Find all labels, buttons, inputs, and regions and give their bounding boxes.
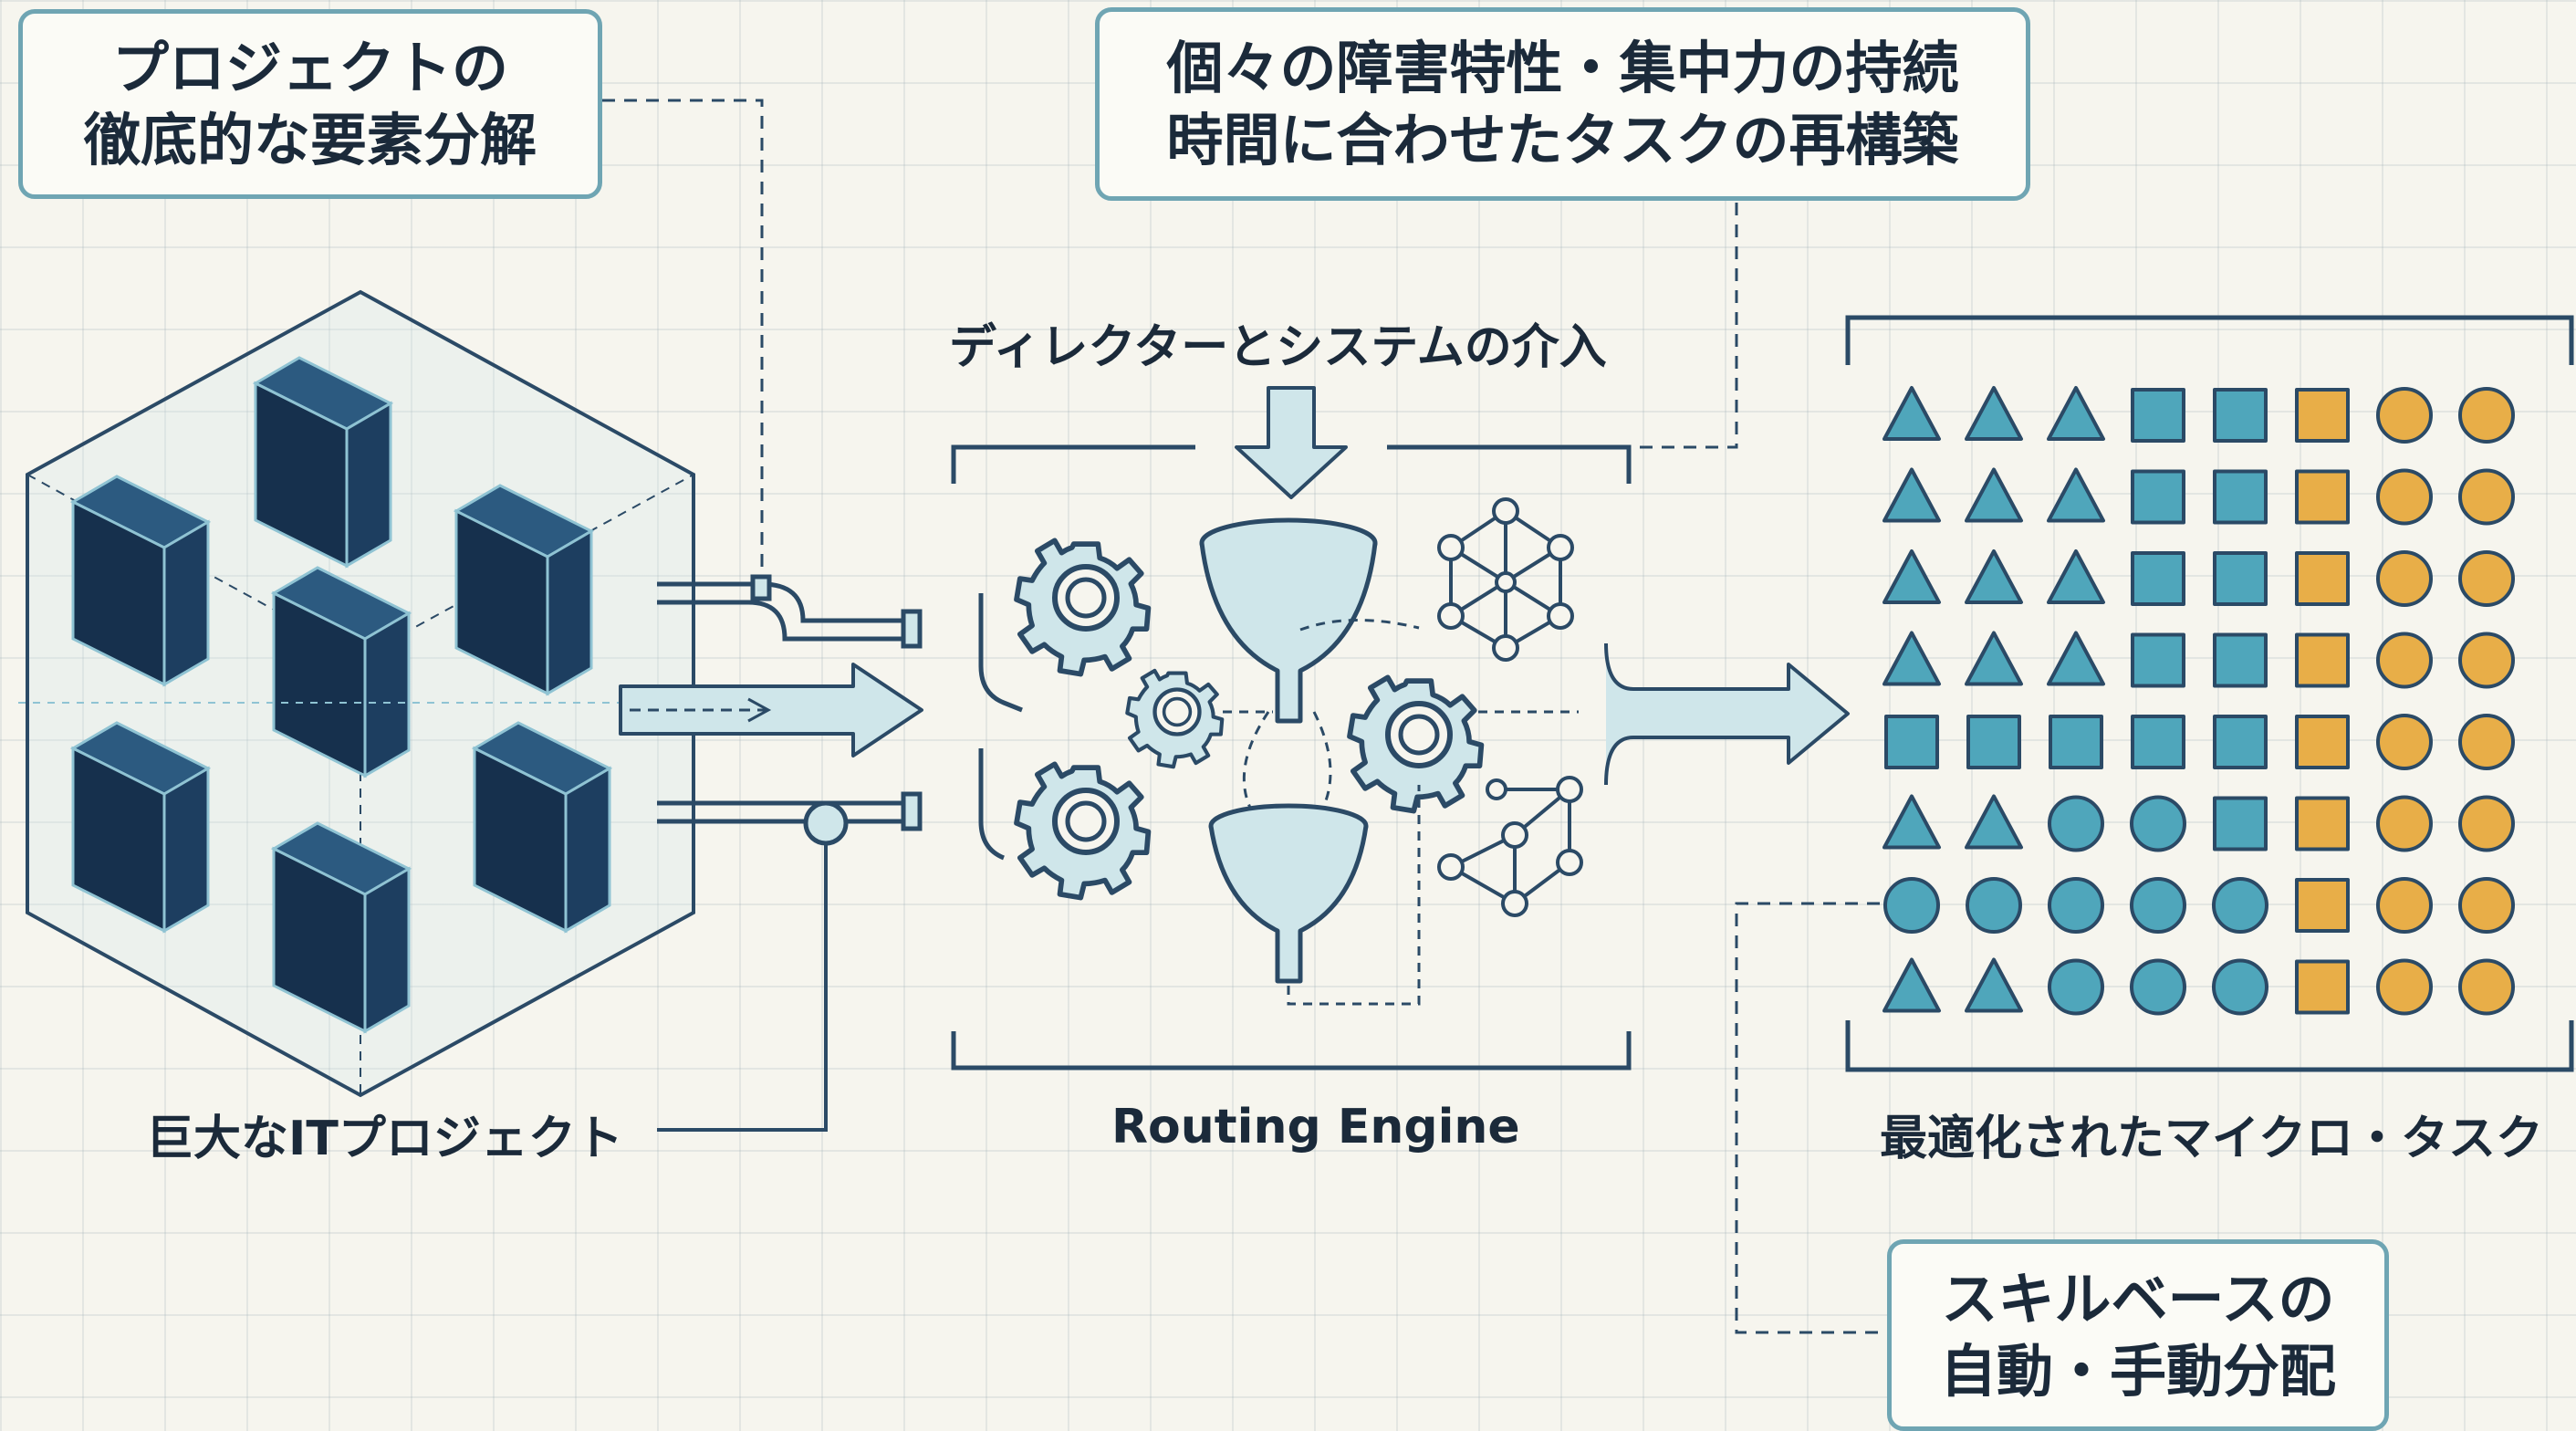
gear-icon bbox=[1017, 540, 1148, 674]
square-task-orange bbox=[2295, 959, 2350, 1015]
circle-task-orange bbox=[2458, 714, 2515, 770]
triangle-task-teal bbox=[1882, 794, 1941, 850]
circle-task-orange bbox=[2376, 468, 2433, 526]
circle-task-teal bbox=[2130, 795, 2186, 852]
triangle-task-teal bbox=[1882, 549, 1941, 604]
circle-task-orange bbox=[2376, 632, 2433, 689]
square-task-teal bbox=[2131, 715, 2185, 769]
triangle-task-teal bbox=[1965, 467, 2023, 523]
callout-line: 時間に合わせたタスクの再構築 bbox=[1166, 107, 1959, 173]
circle-task-orange bbox=[2458, 877, 2515, 934]
circle-task-orange bbox=[2376, 714, 2433, 770]
circle-task-teal bbox=[2048, 958, 2104, 1016]
engine-label: Routing Engine bbox=[1111, 1100, 1520, 1154]
tasks-label: 最適化されたマイクロ・タスク bbox=[1880, 1112, 2543, 1166]
it-project-cube bbox=[18, 289, 695, 1098]
square-task-teal bbox=[2049, 715, 2103, 769]
circle-task-teal bbox=[2048, 795, 2104, 852]
triangle-task-teal bbox=[2047, 467, 2105, 523]
square-task-teal bbox=[2213, 796, 2268, 851]
square-task-orange bbox=[2295, 632, 2350, 688]
square-task-orange bbox=[2295, 551, 2350, 606]
intervention-label: ディレクターとシステムの介入 bbox=[949, 320, 1607, 375]
circle-task-orange bbox=[2376, 387, 2433, 444]
circle-task-orange bbox=[2458, 958, 2515, 1016]
intervention-arrow-icon bbox=[1235, 386, 1348, 499]
micro-task-panel bbox=[1845, 315, 2574, 1072]
callout-line: プロジェクトの bbox=[111, 34, 508, 101]
square-task-teal bbox=[2131, 469, 2185, 525]
square-task-teal bbox=[2131, 632, 2185, 688]
square-task-orange bbox=[2295, 469, 2350, 525]
square-task-teal bbox=[1884, 715, 1939, 769]
triangle-task-teal bbox=[2047, 549, 2105, 604]
callout-line: 個々の障害特性・集中力の持続 bbox=[1166, 34, 1959, 101]
network-icon bbox=[1437, 497, 1583, 917]
square-task-orange bbox=[2295, 878, 2350, 933]
triangle-task-teal bbox=[2047, 631, 2105, 686]
callout-connectors bbox=[602, 99, 1889, 1334]
allocation-callout: スキルベースの 自動・手動分配 bbox=[1887, 1239, 2389, 1431]
triangle-task-teal bbox=[1882, 386, 1941, 441]
square-task-teal bbox=[1966, 715, 2021, 769]
callout-line: 自動・手動分配 bbox=[1939, 1338, 2336, 1405]
triangle-task-teal bbox=[1965, 794, 2023, 850]
square-task-teal bbox=[2131, 388, 2185, 443]
circle-task-teal bbox=[2130, 877, 2186, 934]
triangle-task-teal bbox=[1965, 386, 2023, 441]
square-task-teal bbox=[2213, 388, 2268, 443]
circle-task-teal bbox=[2130, 958, 2186, 1016]
circle-task-orange bbox=[2376, 877, 2433, 934]
triangle-task-teal bbox=[1965, 957, 2023, 1013]
square-task-teal bbox=[2213, 715, 2268, 769]
square-task-teal bbox=[2213, 551, 2268, 606]
triangle-task-teal bbox=[2047, 386, 2105, 441]
circle-task-orange bbox=[2458, 795, 2515, 852]
circle-task-orange bbox=[2376, 550, 2433, 607]
circle-task-orange bbox=[2376, 958, 2433, 1016]
square-task-teal bbox=[2213, 632, 2268, 688]
square-task-orange bbox=[2295, 796, 2350, 851]
triangle-task-teal bbox=[1882, 957, 1941, 1013]
square-task-teal bbox=[2213, 469, 2268, 525]
task-grid bbox=[1882, 386, 2515, 1016]
callout-line: スキルベースの bbox=[1941, 1265, 2335, 1332]
circle-task-teal bbox=[1883, 877, 1940, 934]
square-task-orange bbox=[2295, 388, 2350, 443]
routing-engine bbox=[951, 386, 1632, 1071]
circle-task-orange bbox=[2458, 387, 2515, 444]
arrow-to-tasks-icon bbox=[1604, 642, 1850, 786]
gear-icon bbox=[1127, 671, 1222, 767]
gear-icon bbox=[1017, 764, 1148, 897]
callout-line: 徹底的な要素分解 bbox=[83, 107, 537, 173]
circle-task-orange bbox=[2458, 550, 2515, 607]
decomposition-callout: プロジェクトの 徹底的な要素分解 bbox=[18, 9, 602, 199]
square-task-orange bbox=[2295, 715, 2350, 769]
gear-icon bbox=[1350, 677, 1481, 810]
triangle-task-teal bbox=[1965, 549, 2023, 604]
restructure-callout: 個々の障害特性・集中力の持続 時間に合わせたタスクの再構築 bbox=[1095, 7, 2030, 201]
square-task-teal bbox=[2131, 551, 2185, 606]
pipes bbox=[657, 574, 923, 1132]
triangle-task-teal bbox=[1965, 631, 2023, 686]
circle-task-teal bbox=[2212, 958, 2268, 1016]
circle-task-orange bbox=[2458, 632, 2515, 689]
circle-task-teal bbox=[2212, 877, 2268, 934]
funnel-icon bbox=[1199, 517, 1378, 984]
circle-task-teal bbox=[1966, 877, 2022, 934]
circle-task-orange bbox=[2458, 468, 2515, 526]
circle-task-orange bbox=[2376, 795, 2433, 852]
project-label: 巨大なITプロジェクト bbox=[146, 1112, 623, 1166]
triangle-task-teal bbox=[1882, 467, 1941, 523]
circle-task-teal bbox=[2048, 877, 2104, 934]
triangle-task-teal bbox=[1882, 631, 1941, 686]
